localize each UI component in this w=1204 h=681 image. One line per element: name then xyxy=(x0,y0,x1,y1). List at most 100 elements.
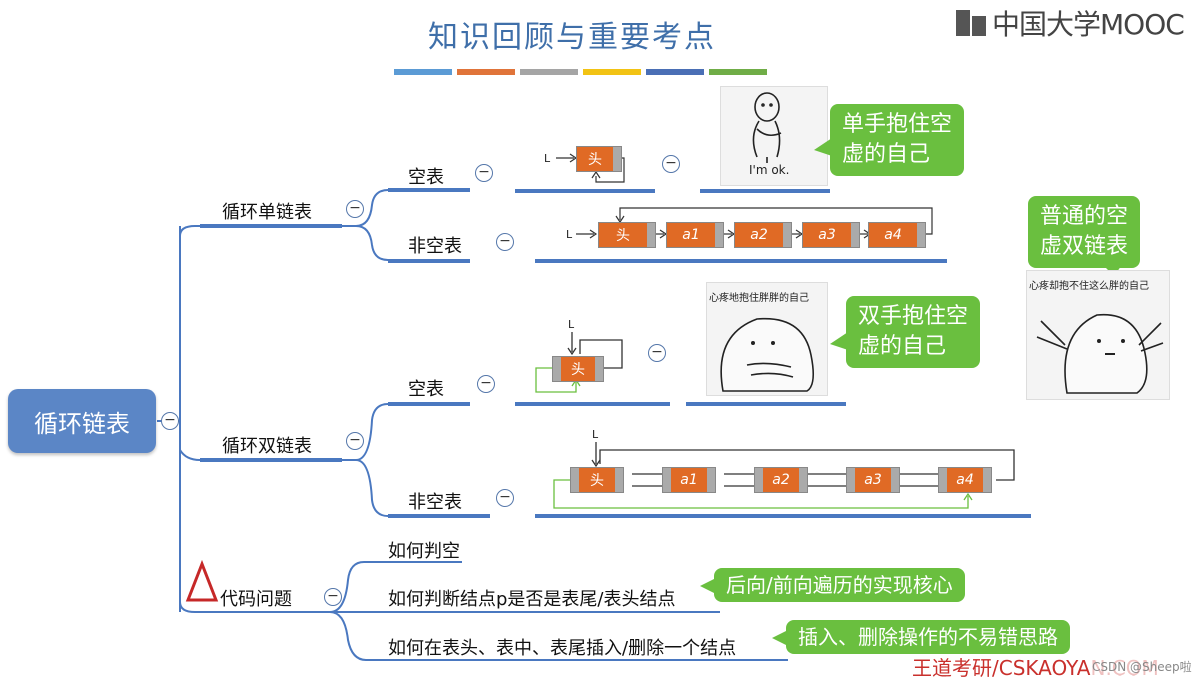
underline xyxy=(686,402,846,406)
underline xyxy=(535,514,1031,518)
warning-triangle-icon xyxy=(185,560,219,602)
single-list-node: a3 xyxy=(802,222,860,248)
figure-illustration xyxy=(720,317,815,392)
double-list-node: a1 xyxy=(662,467,716,493)
node-data: a1 xyxy=(667,223,715,247)
collapse-toggle[interactable]: − xyxy=(648,344,666,362)
double-list-node: a4 xyxy=(938,467,992,493)
underline xyxy=(200,458,342,462)
pointer-label: L xyxy=(592,428,599,441)
color-bar xyxy=(520,69,578,75)
double-nonempty-arrows xyxy=(553,442,1015,509)
underline xyxy=(388,188,470,192)
node-data: a4 xyxy=(869,223,917,247)
meme-image-hug: 心疼地抱住胖胖的自己 xyxy=(706,282,828,396)
figure-illustration xyxy=(1036,313,1164,394)
page-title: 知识回顾与重要考点 xyxy=(428,20,716,55)
meme-caption: I'm ok. xyxy=(749,163,790,177)
single-list-label[interactable]: 循环单链表 xyxy=(222,202,312,223)
node-data: a3 xyxy=(803,223,851,247)
collapse-toggle[interactable]: − xyxy=(496,489,514,507)
callout-pointer xyxy=(772,630,788,646)
collapse-toggle[interactable]: − xyxy=(662,155,680,173)
single-empty-label[interactable]: 空表 xyxy=(408,167,444,188)
meme-image-im-ok: I'm ok. xyxy=(720,86,828,186)
figure-illustration xyxy=(752,92,782,163)
callout-line: 虚双链表 xyxy=(1040,234,1129,259)
single-nonempty-label[interactable]: 非空表 xyxy=(408,236,462,257)
double-list-label[interactable]: 循环双链表 xyxy=(222,436,312,457)
node-data: a4 xyxy=(947,468,983,492)
callout-pointer xyxy=(700,578,716,594)
code-item-empty-check[interactable]: 如何判空 xyxy=(388,541,460,562)
meme-image-chubby: 心疼却抱不住这么胖的自己 xyxy=(1026,270,1170,400)
pointer-label: L xyxy=(568,318,575,331)
underline xyxy=(200,224,342,228)
double-empty-label[interactable]: 空表 xyxy=(408,379,444,400)
callout-line: 普通的空 xyxy=(1040,204,1129,229)
node-data: a2 xyxy=(763,468,799,492)
callout-bubble: 双手抱住空 虚的自己 xyxy=(846,296,981,368)
underline xyxy=(700,189,830,193)
callout-bubble: 插入、删除操作的不易错思路 xyxy=(786,620,1070,654)
double-list-node: a2 xyxy=(754,467,808,493)
callout-bubble: 后向/前向遍历的实现核心 xyxy=(714,568,965,602)
meme-caption: 心疼地抱住胖胖的自己 xyxy=(709,293,809,304)
collapse-toggle[interactable]: − xyxy=(496,233,514,251)
collapse-toggle[interactable]: − xyxy=(346,200,364,218)
color-bar xyxy=(457,69,515,75)
single-empty-head-node: 头 xyxy=(576,146,622,172)
callout-line: 虚的自己 xyxy=(842,142,931,167)
single-list-node: a4 xyxy=(868,222,926,248)
mooc-logo-text: 中国大学MOOC xyxy=(992,8,1185,41)
underline xyxy=(388,514,490,518)
node-data: 头 xyxy=(577,147,613,171)
callout-bubble: 单手抱住空 虚的自己 xyxy=(830,104,965,176)
node-data: 头 xyxy=(579,468,615,492)
underline xyxy=(388,259,470,263)
single-list-node: 头 xyxy=(598,222,656,248)
underline xyxy=(515,402,670,406)
code-problems-label[interactable]: 代码问题 xyxy=(220,589,292,610)
root-node[interactable]: 循环链表 xyxy=(8,389,156,453)
color-bar xyxy=(646,69,704,75)
double-empty-head-node: 头 xyxy=(552,356,604,382)
callout-pointer xyxy=(814,138,832,156)
collapse-toggle[interactable]: − xyxy=(346,432,364,450)
collapse-toggle[interactable]: − xyxy=(161,412,179,430)
single-list-node: a1 xyxy=(666,222,724,248)
double-nonempty-label[interactable]: 非空表 xyxy=(408,492,462,513)
pointer-label: L xyxy=(544,152,551,165)
callout-pointer xyxy=(1100,262,1124,276)
callout-bubble: 普通的空 虚双链表 xyxy=(1028,196,1141,268)
mooc-logo: 中国大学MOOC xyxy=(956,6,1185,41)
node-data: a2 xyxy=(735,223,783,247)
node-data: a3 xyxy=(855,468,891,492)
node-data: 头 xyxy=(561,357,595,381)
double-list-node: 头 xyxy=(570,467,624,493)
meme-caption: 心疼却抱不住这么胖的自己 xyxy=(1029,281,1149,292)
color-bar xyxy=(709,69,767,75)
callout-pointer xyxy=(830,332,848,350)
pointer-label: L xyxy=(566,228,573,241)
callout-line: 双手抱住空 xyxy=(858,304,969,329)
mooc-logo-mark xyxy=(956,10,986,36)
code-item-insert-delete[interactable]: 如何在表头、表中、表尾插入/删除一个结点 xyxy=(388,638,737,659)
node-data: 头 xyxy=(599,223,647,247)
callout-line: 虚的自己 xyxy=(858,334,947,359)
callout-line: 单手抱住空 xyxy=(842,112,953,137)
code-item-tail-head-check[interactable]: 如何判断结点p是否是表尾/表头结点 xyxy=(388,589,676,610)
underline xyxy=(388,402,470,406)
color-bar xyxy=(583,69,641,75)
underline xyxy=(535,259,947,263)
collapse-toggle[interactable]: − xyxy=(477,375,495,393)
watermark: CSDN @Sheep啦 xyxy=(1092,658,1192,675)
single-list-node: a2 xyxy=(734,222,792,248)
underline xyxy=(515,189,655,193)
color-bar xyxy=(394,69,452,75)
collapse-toggle[interactable]: − xyxy=(475,164,493,182)
node-data: a1 xyxy=(671,468,707,492)
collapse-toggle[interactable]: − xyxy=(324,588,342,606)
double-list-node: a3 xyxy=(846,467,900,493)
